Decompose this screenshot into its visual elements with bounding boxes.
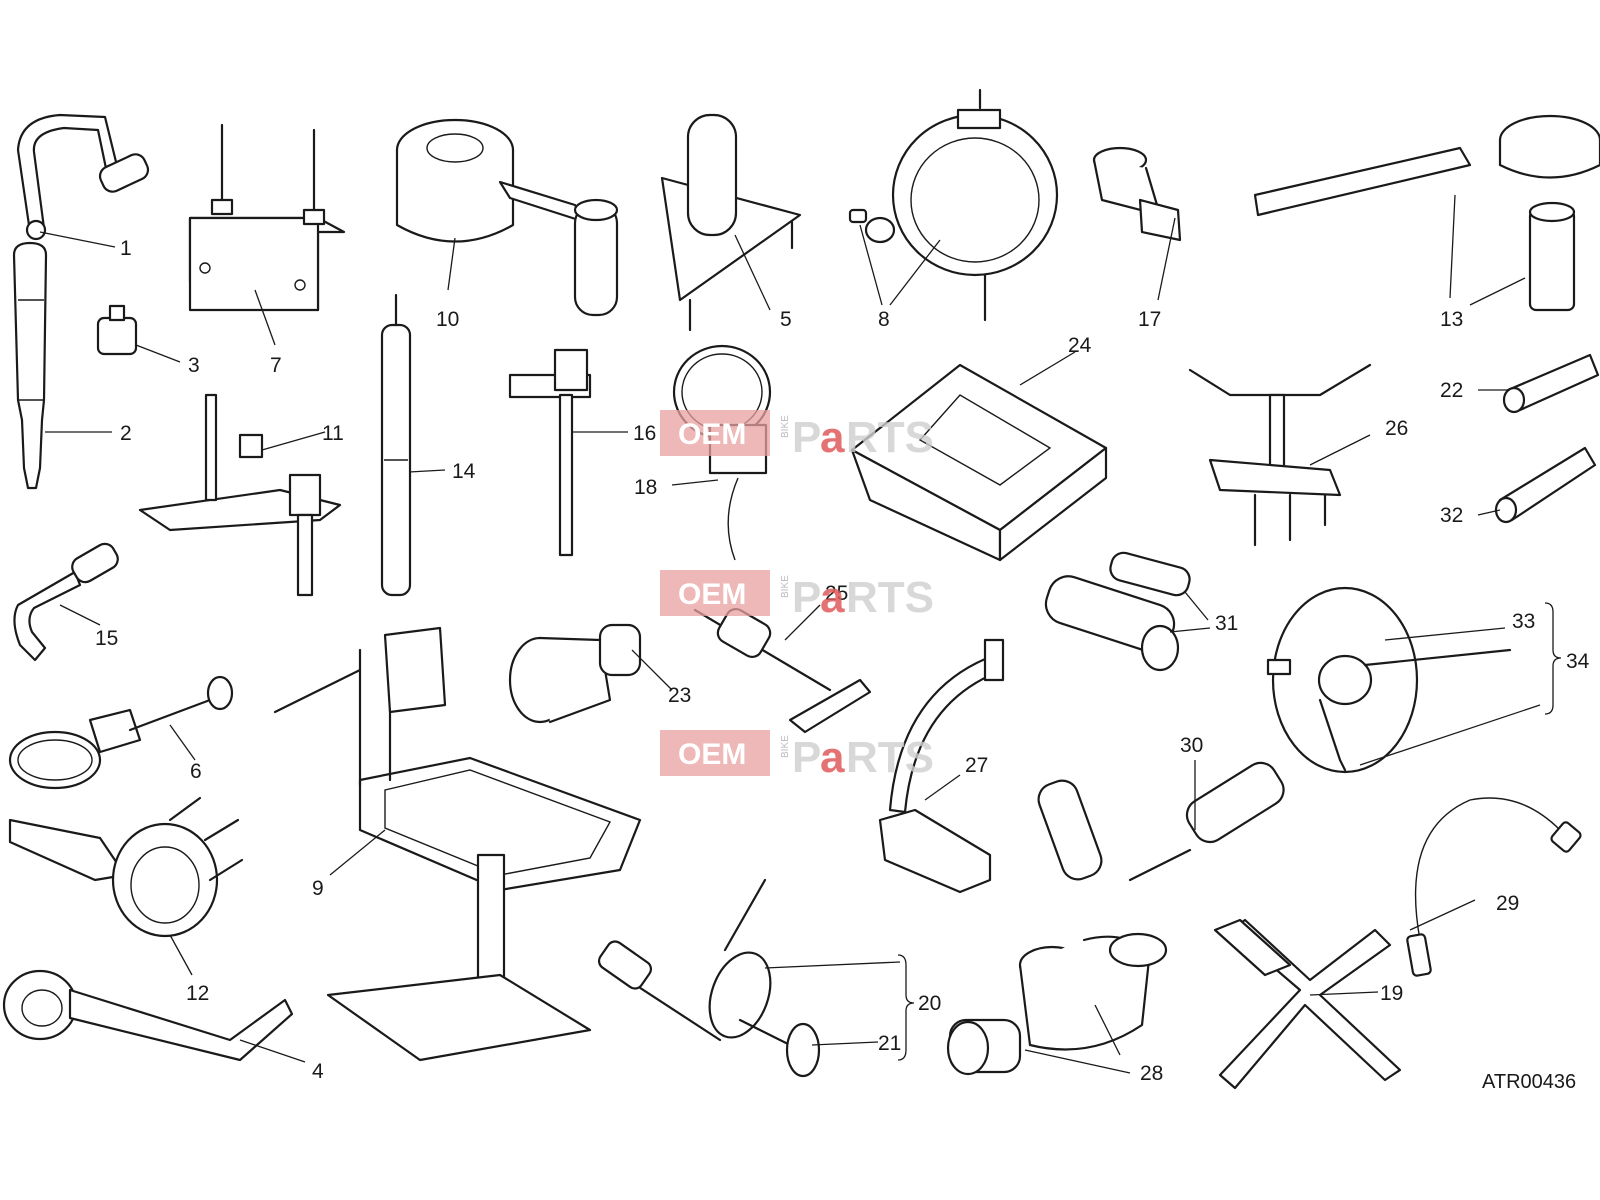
callout-11: 11	[322, 422, 344, 445]
svg-text:P: P	[792, 573, 821, 622]
svg-text:OEM: OEM	[678, 738, 746, 771]
callout-34: 34	[1566, 650, 1590, 673]
callout-9: 9	[312, 877, 324, 900]
tool-27-arc-support	[878, 638, 1005, 894]
callout-15: 15	[95, 627, 118, 650]
tool-32-cone	[1494, 446, 1597, 524]
tool-3-knurled-nut	[96, 304, 138, 356]
svg-text:RTS: RTS	[846, 733, 934, 782]
callout-26: 26	[1385, 417, 1408, 440]
tool-6-strap-wrench	[8, 675, 234, 790]
callout-32: 32	[1440, 504, 1463, 527]
callout-2: 2	[120, 422, 132, 445]
watermark-2: OEM BIKE P a RTS	[660, 570, 934, 622]
callout-24: 24	[1068, 334, 1092, 357]
tool-5-triangle-plate	[660, 113, 802, 332]
callout-6: 6	[190, 760, 202, 783]
svg-text:OEM: OEM	[678, 578, 746, 611]
reference-code: ATR00436	[1482, 1071, 1576, 1093]
tool-20-cam-holder	[597, 878, 792, 1047]
tool-4-ring-spanner	[2, 969, 294, 1062]
callout-17: 17	[1138, 308, 1161, 331]
svg-text:RTS: RTS	[846, 573, 934, 622]
tool-28-sleeves	[946, 932, 1168, 1076]
tool-2-knurled-handle	[12, 241, 48, 490]
svg-text:P: P	[792, 413, 821, 462]
watermark-1: OEM BIKE P a RTS	[660, 410, 934, 462]
callout-23: 23	[668, 684, 691, 707]
tool-14-knurled-rod	[380, 293, 412, 597]
callout-28: 28	[1140, 1062, 1163, 1085]
callout-13: 13	[1440, 308, 1463, 331]
callout-20: 20	[918, 992, 941, 1015]
watermark-3: OEM BIKE P a RTS	[660, 730, 934, 782]
tool-13-pin-spanner	[1253, 114, 1600, 312]
svg-text:a: a	[820, 573, 845, 622]
tool-31-grips	[1044, 551, 1191, 672]
svg-text:BIKE: BIKE	[780, 575, 791, 598]
callout-19: 19	[1380, 982, 1403, 1005]
callout-33: 33	[1512, 610, 1535, 633]
callout-8: 8	[878, 308, 890, 331]
callout-16: 16	[633, 422, 656, 445]
tool-25-t-handle	[693, 607, 872, 734]
callout-labels: 1 2 3 4 5 6 7 8 9 10 11 12 13 14 15 16 1…	[95, 237, 1590, 1093]
callout-5: 5	[780, 308, 792, 331]
callout-3: 3	[188, 354, 200, 377]
tool-29-cable	[1406, 797, 1582, 977]
callout-25: 25	[825, 582, 848, 605]
tool-16-gauge-stem	[508, 348, 592, 557]
callout-14: 14	[452, 460, 476, 483]
svg-text:BIKE: BIKE	[780, 415, 791, 438]
callout-31: 31	[1215, 612, 1238, 635]
svg-text:RTS: RTS	[846, 413, 934, 462]
tool-24-base-tray	[850, 363, 1108, 562]
svg-text:a: a	[820, 413, 845, 462]
callout-29: 29	[1496, 892, 1519, 915]
callout-18: 18	[634, 476, 657, 499]
tool-17-castle-socket	[1092, 146, 1182, 242]
tool-8-ring-holder	[848, 88, 1059, 322]
tool-21-disc	[785, 1022, 821, 1078]
svg-text:a: a	[820, 733, 845, 782]
tool-9-engine-stand	[273, 626, 642, 1062]
callout-21: 21	[878, 1032, 901, 1055]
callout-1: 1	[120, 237, 132, 260]
svg-text:OEM: OEM	[678, 418, 746, 451]
svg-text:P: P	[792, 733, 821, 782]
callout-30: 30	[1180, 734, 1203, 757]
tool-30-rotating-grip	[1037, 761, 1285, 882]
callout-12: 12	[186, 982, 209, 1005]
tool-22-cone	[1502, 353, 1600, 414]
tool-26-puller	[1188, 363, 1372, 547]
callout-7: 7	[270, 354, 282, 377]
svg-text:BIKE: BIKE	[780, 735, 791, 758]
callout-4: 4	[312, 1060, 324, 1083]
leader-lines	[39, 194, 1562, 1074]
tool-11-support-frame	[138, 393, 342, 597]
tool-10-socket-lever	[395, 118, 619, 317]
tool-33-degree-wheel	[1266, 586, 1512, 774]
tool-7-pin-bracket	[188, 123, 346, 312]
tool-15-l-rod	[13, 542, 119, 662]
callout-10: 10	[436, 308, 459, 331]
tool-1-bent-wrench	[16, 113, 150, 241]
tool-19-cross-tool	[1213, 918, 1402, 1090]
tool-23-socket	[508, 623, 642, 724]
callout-22: 22	[1440, 379, 1463, 402]
callout-27: 27	[965, 754, 988, 777]
tool-12-crank-wrench	[8, 796, 244, 938]
